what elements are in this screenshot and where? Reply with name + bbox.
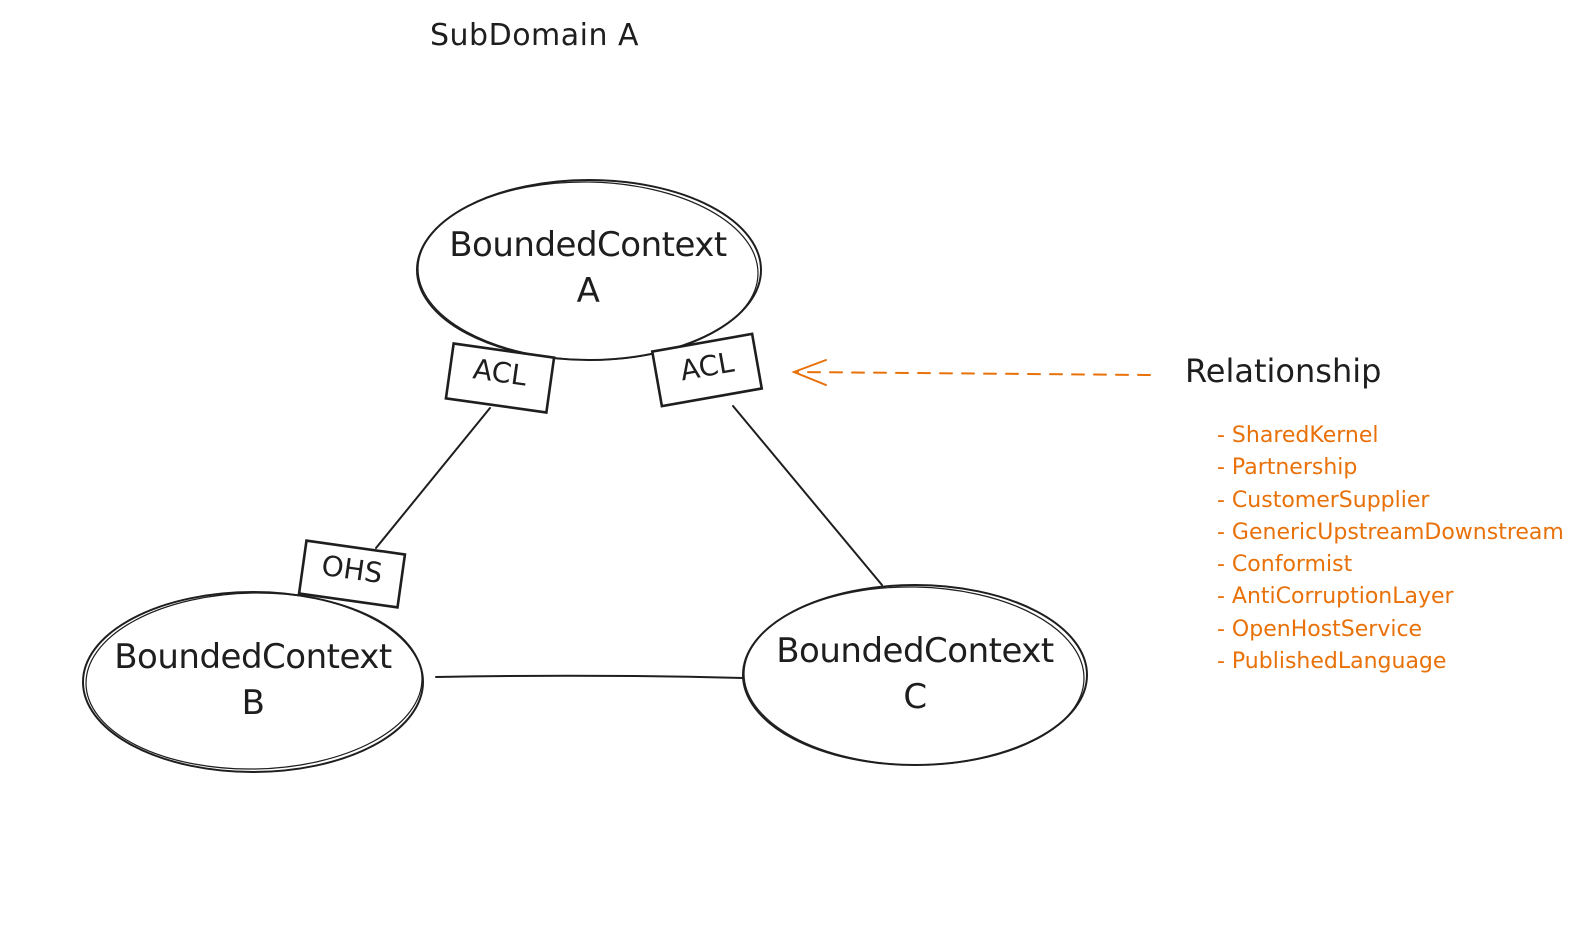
context-a-name: BoundedContext xyxy=(449,225,727,265)
context-a-ellipse xyxy=(416,179,762,361)
relationship-list: - SharedKernel - Partnership - CustomerS… xyxy=(1217,420,1564,678)
context-c-label: BoundedContext C xyxy=(745,628,1085,720)
context-b-letter: B xyxy=(241,683,265,723)
context-c-letter: C xyxy=(903,677,927,717)
arrowhead-icon xyxy=(791,359,827,386)
context-a-label: BoundedContext A xyxy=(418,222,758,314)
relationship-item: - PublishedLanguage xyxy=(1217,649,1447,675)
relationship-item: - Partnership xyxy=(1217,455,1358,481)
connector-context-b-to-context-c xyxy=(435,674,744,679)
subdomain-title: SubDomain A xyxy=(430,18,640,53)
context-c-ellipse xyxy=(742,584,1088,766)
ohs-box xyxy=(297,539,407,609)
context-b-label: BoundedContext B xyxy=(84,634,422,726)
relationship-item: - OpenHostService xyxy=(1217,616,1423,642)
acl-right-box xyxy=(650,332,764,408)
acl-left-box xyxy=(444,342,556,414)
relationship-title: Relationship xyxy=(1185,352,1382,390)
connector-acl-to-context-c xyxy=(732,405,883,586)
context-a-letter: A xyxy=(576,271,600,311)
relationship-item: - AntiCorruptionLayer xyxy=(1217,584,1454,610)
context-c-name: BoundedContext xyxy=(776,631,1054,671)
relationship-arrow xyxy=(791,359,1151,386)
relationship-item: - SharedKernel xyxy=(1217,423,1379,448)
relationship-item: - CustomerSupplier xyxy=(1217,487,1430,513)
context-b-ellipse xyxy=(82,591,424,773)
context-b-name: BoundedContext xyxy=(114,637,392,677)
relationship-item: - GenericUpstreamDownstream xyxy=(1217,519,1564,545)
relationship-item: - Conformist xyxy=(1217,552,1353,578)
connector-ohs-to-acl xyxy=(375,407,491,549)
